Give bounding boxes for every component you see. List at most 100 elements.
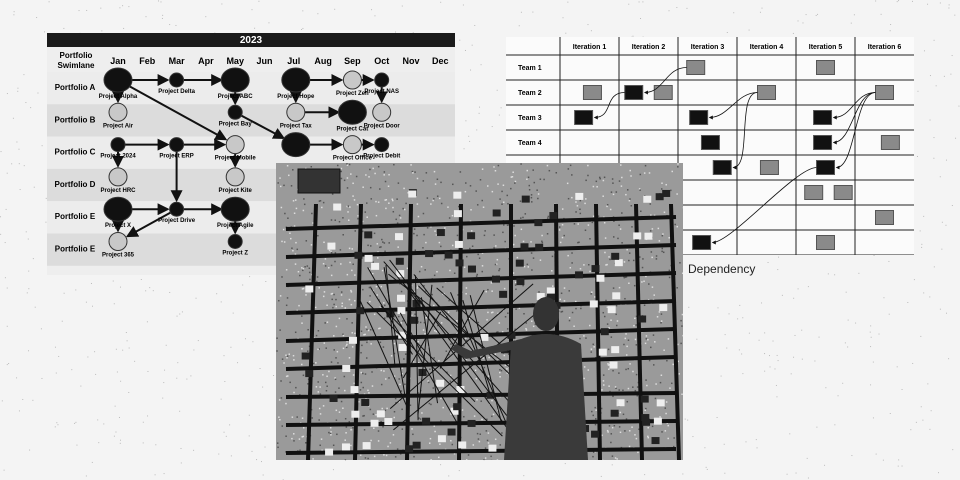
speckle [162, 14, 164, 16]
grain [628, 445, 631, 448]
grain [422, 180, 425, 182]
speckle [954, 14, 956, 16]
sticky-note [641, 414, 650, 422]
grain [645, 379, 647, 381]
speckle [163, 382, 165, 384]
grain [651, 228, 654, 230]
grain [599, 177, 601, 180]
grain [623, 276, 626, 279]
grain [453, 272, 456, 274]
sticky-note [342, 364, 351, 372]
dependency-link [708, 92, 758, 120]
grain [325, 347, 327, 349]
string [380, 305, 476, 403]
grain [369, 286, 372, 288]
grain [292, 249, 294, 252]
grain [633, 284, 636, 287]
speckle [468, 135, 470, 137]
grain [580, 307, 582, 310]
grain [429, 437, 432, 440]
grain [490, 282, 493, 284]
grain [639, 256, 641, 258]
grain [318, 407, 321, 410]
speckle [249, 276, 251, 278]
month-header: Oct [374, 56, 389, 66]
grain [497, 183, 499, 185]
grain [665, 401, 668, 403]
grain [376, 294, 378, 296]
grain [525, 327, 527, 330]
grain [332, 444, 335, 447]
grain [634, 389, 637, 392]
sticky-note [467, 265, 476, 273]
speckle [440, 464, 442, 466]
sticky-note [591, 430, 600, 438]
grain [281, 425, 283, 427]
grain [387, 185, 390, 188]
grain [530, 252, 533, 254]
grain [336, 164, 339, 167]
speckle [764, 353, 766, 355]
sticky-note [333, 203, 342, 211]
grain [453, 452, 456, 455]
speckle [933, 157, 935, 159]
grain [362, 186, 364, 188]
sticky-note [591, 265, 600, 273]
sticky-note [454, 240, 463, 248]
speckle [4, 277, 6, 279]
speckle [115, 431, 117, 433]
grain [324, 265, 327, 267]
grain [661, 182, 663, 184]
grain [630, 175, 632, 177]
grain [319, 200, 322, 202]
project-node [108, 167, 128, 187]
grain [641, 266, 644, 269]
grain [342, 234, 344, 236]
project-label: Project Tax [280, 123, 313, 129]
dependency-card [712, 160, 732, 175]
grain [589, 270, 591, 273]
speckle [844, 342, 846, 344]
speckle [723, 443, 725, 445]
grain [551, 270, 553, 272]
speckle [889, 412, 891, 414]
grain [625, 193, 627, 196]
grain [362, 288, 364, 291]
sticky-note [361, 398, 370, 406]
grain [377, 251, 379, 253]
grain [440, 420, 442, 422]
grain [334, 378, 337, 381]
speckle [95, 373, 97, 375]
grain [660, 313, 663, 315]
grain [435, 330, 438, 333]
grain [481, 199, 483, 202]
speckle [48, 1, 50, 3]
grain [330, 431, 332, 433]
speckle [748, 29, 750, 31]
speckle [901, 388, 903, 390]
speckle [777, 360, 779, 362]
grain [541, 234, 543, 237]
grain [520, 217, 522, 219]
sticky-note [351, 410, 360, 418]
feature-card [686, 60, 706, 75]
person-arm [451, 339, 521, 359]
tape-row [285, 243, 677, 259]
grain [515, 288, 517, 291]
grain [585, 337, 587, 339]
grain [326, 321, 329, 323]
sticky-note [453, 210, 462, 218]
sticky-note [656, 399, 665, 407]
grain [500, 369, 503, 372]
grain [286, 165, 289, 167]
grain [285, 375, 288, 378]
sticky-note [354, 251, 363, 259]
grain [641, 281, 643, 283]
speckle [733, 12, 735, 14]
grain [388, 242, 390, 244]
grain [432, 199, 434, 202]
grain [504, 316, 507, 318]
grain [318, 200, 321, 202]
speckle [471, 44, 473, 46]
grain [481, 265, 484, 267]
